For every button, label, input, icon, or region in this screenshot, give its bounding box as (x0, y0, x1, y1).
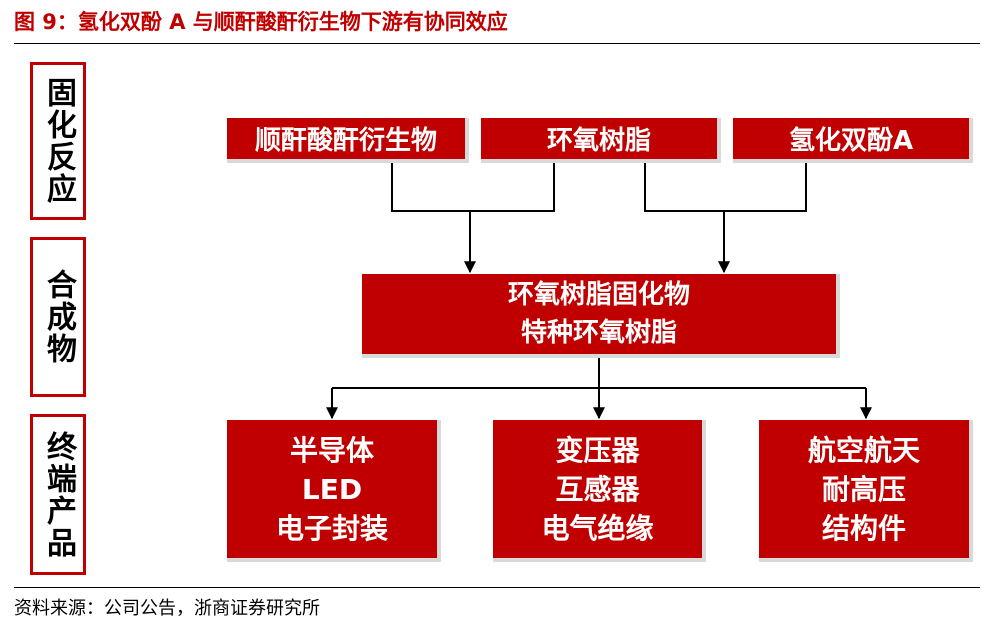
stage-label-end-products: 终端产品 (30, 414, 86, 575)
stage-label-curing-text: 固化反应 (41, 77, 76, 205)
end-product-line: 电子封装 (275, 511, 388, 545)
end-product-line: 结构件 (821, 511, 906, 545)
input-maleic-anhydride-derivatives-label: 顺酐酸酐衍生物 (254, 126, 437, 156)
connector-right-merge (644, 162, 807, 212)
input-epoxy-resin-label: 环氧树脂 (546, 126, 651, 156)
end-product-line: 电气绝缘 (541, 511, 654, 545)
input-hydrogenated-bisphenol-a-label: 氢化双酚A (788, 126, 914, 156)
source-divider (14, 587, 980, 588)
stage-label-curing: 固化反应 (30, 62, 86, 220)
end-product-line: 半导体 (289, 433, 374, 467)
end-product-line: 变压器 (555, 433, 640, 467)
input-hydrogenated-bisphenol-a: 氢化双酚A (733, 118, 973, 163)
stage-label-synthesis: 合成物 (30, 237, 86, 397)
end-product-semiconductor: 半导体 LED 电子封装 (227, 420, 441, 562)
connector-left-merge (391, 162, 555, 212)
figure-source: 资料来源：公司公告，浙商证券研究所 (14, 598, 320, 619)
input-maleic-anhydride-derivatives: 顺酐酸酐衍生物 (227, 118, 469, 163)
end-product-aerospace: 航空航天 耐高压 结构件 (759, 420, 973, 562)
stage-label-end-products-text: 终端产品 (41, 430, 76, 559)
input-epoxy-resin: 环氧树脂 (481, 118, 721, 163)
product-line-1: 环氧树脂固化物 (507, 280, 690, 310)
product-line-2: 特种环氧树脂 (520, 318, 677, 348)
figure-title: 图 9：氢化双酚 A 与顺酐酸酐衍生物下游有协同效应 (14, 10, 508, 34)
end-product-transformer: 变压器 互感器 电气绝缘 (493, 420, 706, 562)
title-divider (14, 43, 980, 44)
stage-label-synthesis-text: 合成物 (41, 269, 76, 365)
end-product-line: 耐高压 (821, 472, 906, 506)
end-product-line: LED (301, 472, 363, 506)
product-epoxy-cured: 环氧树脂固化物 特种环氧树脂 (362, 274, 840, 358)
end-product-line: 航空航天 (807, 433, 920, 467)
end-product-line: 互感器 (555, 472, 640, 506)
